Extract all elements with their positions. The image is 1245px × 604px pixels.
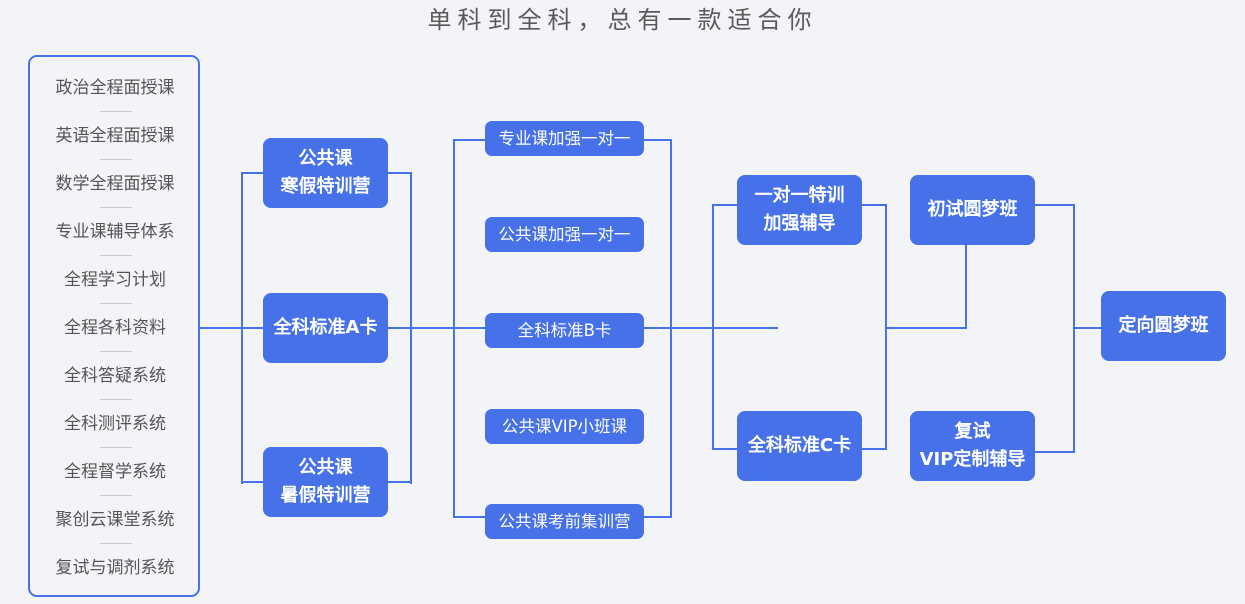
divider — [100, 207, 132, 208]
service-item: 复试与调剂系统 — [55, 558, 175, 578]
connector-line — [712, 204, 737, 206]
connector-line — [241, 481, 263, 483]
connector-line — [712, 448, 737, 450]
connector-line — [644, 139, 672, 141]
service-item: 全程各科资料 — [64, 318, 166, 338]
service-item: 英语全程面授课 — [55, 126, 175, 146]
connector-line — [644, 516, 672, 518]
connector-line — [1035, 204, 1075, 206]
divider — [100, 447, 132, 448]
connector-line — [388, 481, 412, 483]
divider — [100, 255, 132, 256]
page-title: 单科到全科，总有一款适合你 — [427, 6, 818, 34]
connector-line — [862, 204, 887, 206]
divider — [100, 351, 132, 352]
service-item: 聚创云课堂系统 — [55, 510, 175, 530]
divider — [100, 543, 132, 544]
node-card-b[interactable]: 全科标准B卡 — [485, 313, 644, 348]
service-item: 数学全程面授课 — [55, 174, 175, 194]
divider — [100, 159, 132, 160]
connector-line — [388, 327, 485, 329]
connector-line — [241, 172, 263, 174]
node-card-a[interactable]: 全科标准A卡 — [263, 293, 388, 363]
node-summer-camp[interactable]: 公共课 暑假特训营 — [263, 447, 388, 517]
connector-line — [241, 173, 243, 484]
connector-line — [965, 245, 967, 329]
services-panel: 政治全程面授课 英语全程面授课 数学全程面授课 专业课辅导体系 全程学习计划 全… — [28, 55, 200, 597]
node-major-one-on-one[interactable]: 专业课加强一对一 — [485, 121, 644, 156]
connector-line — [453, 139, 455, 518]
connector-line — [453, 139, 485, 141]
service-item: 全科答疑系统 — [64, 366, 166, 386]
connector-line — [712, 204, 714, 450]
node-card-c[interactable]: 全科标准C卡 — [737, 411, 862, 481]
connector-line — [1073, 327, 1101, 329]
connector-line — [453, 516, 485, 518]
connector-line — [1035, 451, 1075, 453]
service-item: 专业课辅导体系 — [55, 222, 175, 242]
node-one-on-one-intensive[interactable]: 一对一特训 加强辅导 — [737, 175, 862, 245]
divider — [100, 495, 132, 496]
node-prelim-dream-class[interactable]: 初试圆梦班 — [910, 175, 1035, 245]
node-pre-exam-camp[interactable]: 公共课考前集训营 — [485, 504, 644, 539]
connector-line — [862, 448, 887, 450]
connector-line — [885, 327, 967, 329]
divider — [100, 111, 132, 112]
node-targeted-dream-class[interactable]: 定向圆梦班 — [1101, 291, 1226, 361]
node-vip-small-class[interactable]: 公共课VIP小班课 — [485, 409, 644, 444]
connector-line — [644, 327, 778, 329]
connector-line — [388, 172, 412, 174]
service-item: 政治全程面授课 — [55, 78, 175, 98]
service-item: 全程学习计划 — [64, 270, 166, 290]
node-winter-camp[interactable]: 公共课 寒假特训营 — [263, 138, 388, 208]
divider — [100, 303, 132, 304]
connector-line — [199, 327, 263, 329]
node-retest-vip[interactable]: 复试 VIP定制辅导 — [910, 411, 1035, 481]
node-public-one-on-one[interactable]: 公共课加强一对一 — [485, 217, 644, 252]
service-item: 全科测评系统 — [64, 414, 166, 434]
divider — [100, 399, 132, 400]
service-item: 全程督学系统 — [64, 462, 166, 482]
